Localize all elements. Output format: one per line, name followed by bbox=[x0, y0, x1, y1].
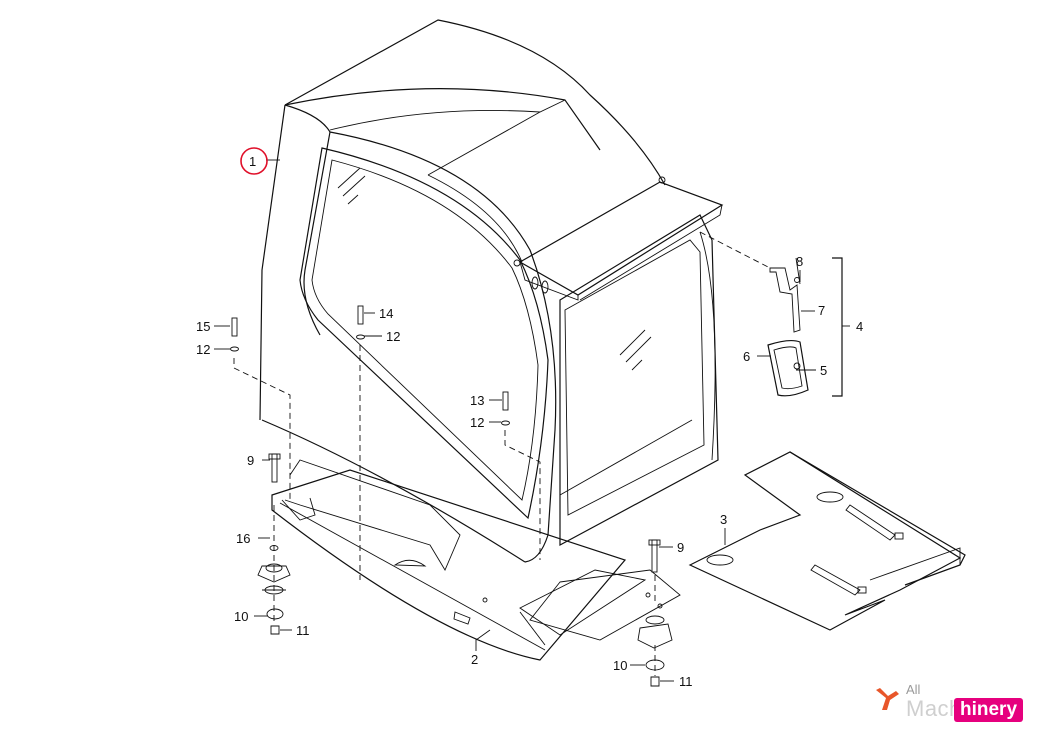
callout-15: 15 bbox=[196, 319, 210, 334]
callout-11-left: 11 bbox=[296, 623, 310, 638]
floor-mat bbox=[688, 451, 966, 631]
callout-16: 16 bbox=[236, 531, 250, 546]
callout-12-mid: 12 bbox=[386, 329, 400, 344]
callout-3: 3 bbox=[720, 512, 727, 527]
leader-lines bbox=[214, 159, 816, 682]
callout-10-right: 10 bbox=[613, 658, 627, 673]
callout-2: 2 bbox=[471, 652, 478, 667]
watermark-badge: hinery bbox=[954, 698, 1024, 722]
callout-5: 5 bbox=[820, 363, 827, 378]
callout-labels: 1 2 3 4 5 6 7 8 9 9 10 10 11 11 12 12 12… bbox=[196, 154, 863, 689]
callout-11-right: 11 bbox=[679, 674, 693, 689]
callout-12-left: 12 bbox=[196, 342, 210, 357]
callout-13: 13 bbox=[470, 393, 484, 408]
callout-12-right: 12 bbox=[470, 415, 484, 430]
callout-8: 8 bbox=[796, 254, 803, 269]
callout-9-left: 9 bbox=[247, 453, 254, 468]
fastener-hardware bbox=[230, 305, 673, 687]
callout-9-right: 9 bbox=[677, 540, 684, 555]
watermark-text-all: All bbox=[906, 682, 921, 697]
highlight-circle bbox=[240, 147, 268, 175]
callout-4: 4 bbox=[856, 319, 863, 334]
callout-14: 14 bbox=[379, 306, 393, 321]
callout-7: 7 bbox=[818, 303, 825, 318]
cab-assembly bbox=[259, 19, 724, 563]
callout-10-left: 10 bbox=[234, 609, 248, 624]
machinery-logo-icon bbox=[876, 688, 899, 710]
callout-1: 1 bbox=[249, 154, 256, 169]
floor-plate bbox=[271, 459, 681, 661]
mirror-assembly bbox=[699, 231, 850, 397]
watermark: All Machinery hinery bbox=[872, 680, 1037, 730]
callout-6: 6 bbox=[743, 349, 750, 364]
